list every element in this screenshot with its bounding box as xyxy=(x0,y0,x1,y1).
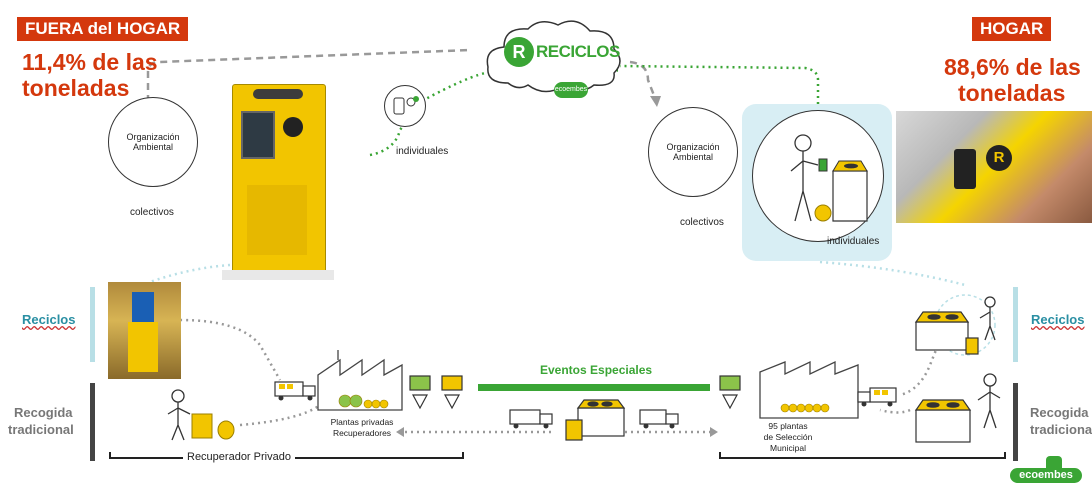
machine-slot xyxy=(283,117,303,137)
machine-base xyxy=(222,270,334,280)
right-percent-line2: toneladas xyxy=(958,80,1066,106)
right-recogida-bar xyxy=(1013,383,1018,461)
eventos-especiales-label: Eventos Especiales xyxy=(540,363,653,377)
left-plantas-line2: Recuperadores xyxy=(332,428,392,438)
right-plantas-line2: de Selección xyxy=(763,432,813,442)
right-recogida-line1: Recogida xyxy=(1030,405,1089,420)
ecoembes-logo-badge: ecoembes xyxy=(1010,468,1082,483)
kiosk-body xyxy=(128,322,158,372)
phone-user-icon xyxy=(393,96,419,115)
right-colectivos-label: colectivos xyxy=(680,217,724,228)
fuera-hogar-tag: FUERA del HOGAR xyxy=(17,17,189,41)
left-reciclos-bar xyxy=(90,287,95,362)
right-plantas-line3: Municipal xyxy=(770,443,806,453)
right-plantas-line1: 95 plantas xyxy=(768,421,808,431)
hogar-tag: HOGAR xyxy=(972,17,1052,41)
hogar-photo: R xyxy=(896,111,1092,223)
left-reciclos-label: Reciclos xyxy=(22,312,76,327)
left-percent-line2: toneladas xyxy=(22,75,130,101)
left-plantas-line1: Plantas privadas xyxy=(330,417,394,427)
right-individual-circle xyxy=(752,110,884,242)
user-scanning-icon xyxy=(790,134,868,222)
machine-panel xyxy=(247,185,307,255)
left-recogida-bar xyxy=(90,383,95,461)
ecoembes-logo-text: ecoembes xyxy=(1019,469,1073,481)
cloud-ecoembes-badge: ecoembes xyxy=(554,82,588,98)
machine-logo xyxy=(253,89,303,99)
right-organizacion-label: Organización Ambiental xyxy=(666,142,720,162)
right-organizacion-circle: Organización Ambiental xyxy=(648,107,738,197)
ecoembes-logo-icon xyxy=(1046,456,1062,468)
phone-in-photo xyxy=(954,149,976,189)
cloud-brand-logo: R xyxy=(504,37,534,67)
left-organizacion-circle: Organización Ambiental xyxy=(108,97,198,187)
left-colectivos-label: colectivos xyxy=(130,207,174,218)
left-recogida-line1: Recogida xyxy=(14,405,73,420)
right-reciclos-label: Reciclos xyxy=(1031,312,1085,327)
left-individuales-label: individuales xyxy=(396,146,449,157)
right-individuales-label: individuales xyxy=(827,236,880,247)
left-organizacion-label: Organización Ambiental xyxy=(126,132,180,152)
right-recogida-line2: tradiciona xyxy=(1030,422,1092,437)
left-percent-line1: 11,4% de las xyxy=(22,49,158,75)
machine-screen xyxy=(241,111,275,159)
right-reciclos-bar xyxy=(1013,287,1018,362)
left-recogida-line2: tradicional xyxy=(8,422,74,437)
cloud-brand-text: RECICLOS xyxy=(536,42,620,61)
kiosk-screen xyxy=(132,292,154,322)
left-individual-icon-circle xyxy=(384,85,426,127)
cloud-ecoembes-text: ecoembes xyxy=(554,86,588,93)
reciclos-symbol-in-photo: R xyxy=(986,145,1012,171)
reciclos-machine xyxy=(232,84,326,274)
recuperador-privado-label: Recuperador Privado xyxy=(183,451,295,463)
right-percent-line1: 88,6% de las xyxy=(944,54,1081,80)
kiosk-photo xyxy=(108,282,181,379)
